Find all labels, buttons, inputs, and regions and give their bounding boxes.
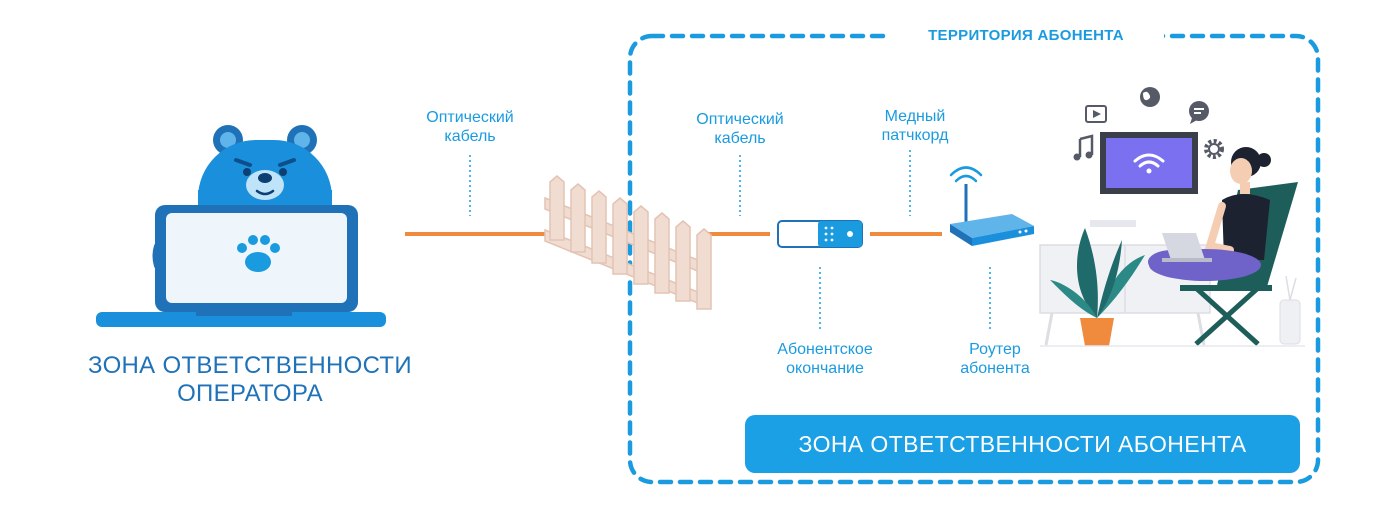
ont-device-icon [777, 220, 863, 248]
copper-patchcord-label-line1: Медный [884, 108, 946, 125]
operator-zone-title-line1: ЗОНА ОТВЕТСТВЕННОСТИ [88, 352, 412, 379]
subscriber-terminal-label: Абонентское окончание [755, 340, 895, 378]
music-note-icon [1073, 134, 1094, 161]
optical-cable-2-label-line1: Оптический [696, 111, 784, 128]
tv-wifi-icon [1100, 132, 1198, 194]
optical-cable-1-label-line2: кабель [444, 128, 496, 145]
plant-icon [1050, 228, 1145, 346]
copper-patchcord-label-line2: патчкорд [881, 127, 949, 144]
label-pointers [469, 150, 991, 330]
operator-zone-title-line2: ОПЕРАТОРА [177, 380, 323, 407]
router-icon [949, 166, 1034, 246]
fence-icon [544, 175, 712, 310]
subscriber-router-label: Роутер абонента [935, 340, 1055, 378]
subscriber-zone-banner: ЗОНА ОТВЕТСТВЕННОСТИ АБОНЕНТА [745, 415, 1300, 473]
video-icon [1085, 105, 1107, 123]
person-with-laptop-icon [1148, 147, 1271, 281]
laptop-icon [96, 205, 386, 327]
subscriber-terminal-label-line1: Абонентское [777, 341, 873, 358]
lamp-vase-icon [1279, 275, 1301, 345]
subscriber-territory-label: ТЕРРИТОРИЯ АБОНЕНТА [888, 25, 1164, 47]
subscriber-terminal-label-line2: окончание [786, 360, 864, 377]
operator-zone-title: ЗОНА ОТВЕТСТВЕННОСТИ ОПЕРАТОРА [60, 352, 440, 408]
paw-icon [237, 235, 280, 272]
optical-cable-2-label-line2: кабель [714, 130, 766, 147]
subscriber-router-label-line2: абонента [960, 360, 1030, 377]
optical-cable-2-label: Оптический кабель [675, 110, 805, 148]
chat-icon [1189, 101, 1209, 124]
optical-cable-1-label: Оптический кабель [405, 108, 535, 146]
globe-icon [1140, 87, 1160, 107]
copper-patchcord-label: Медный патчкорд [855, 107, 975, 145]
gear-icon [1204, 139, 1224, 159]
subscriber-router-label-line1: Роутер [969, 341, 1021, 358]
optical-cable-1-label-line1: Оптический [426, 109, 514, 126]
